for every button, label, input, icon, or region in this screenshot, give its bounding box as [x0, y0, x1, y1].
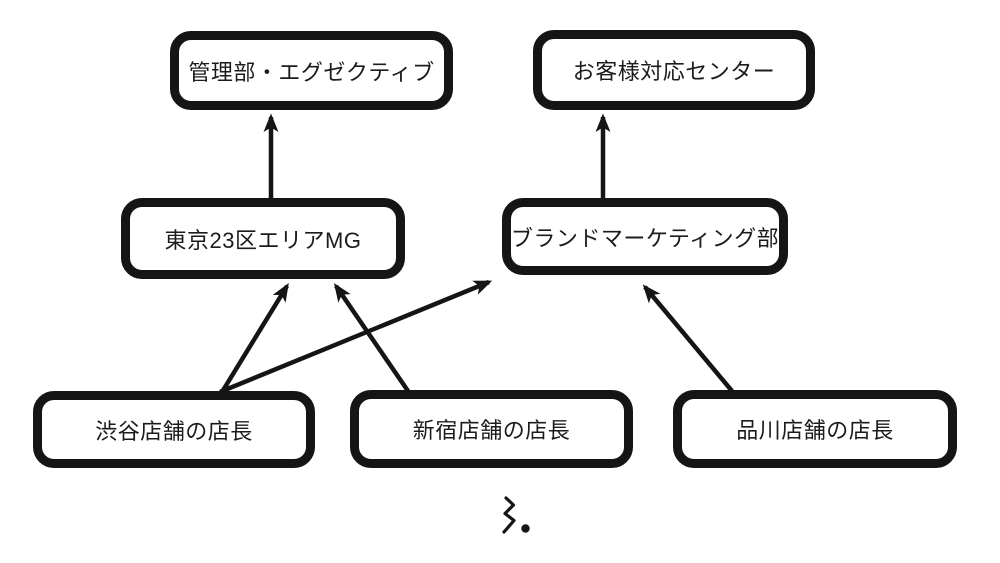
- edge-shibuya-to-brand-marketing: [219, 279, 493, 395]
- node-label: 渋谷店舗の店長: [95, 418, 253, 444]
- node-customer-support-center: お客様対応センター: [533, 30, 815, 110]
- node-label: ブランドマーケティング部: [510, 225, 780, 251]
- edge-shibuya-to-tokyo-mg: [220, 283, 289, 394]
- edge-shinjuku-to-tokyo-mg: [334, 283, 410, 393]
- node-label: 品川店舗の店長: [736, 418, 894, 443]
- node-tokyo-23-area-mg: 東京23区エリアMG: [121, 198, 405, 279]
- node-shibuya-store-manager: 渋谷店舗の店長: [33, 391, 315, 468]
- node-label: 東京23区エリアMG: [164, 227, 362, 253]
- squiggle-mark: [502, 496, 530, 534]
- node-shinagawa-store-manager: 品川店舗の店長: [673, 390, 957, 468]
- node-label: 管理部・エグゼクティブ: [188, 59, 435, 85]
- node-brand-marketing-dept: ブランドマーケティング部: [502, 198, 788, 275]
- node-management-executive: 管理部・エグゼクティブ: [170, 31, 453, 110]
- node-label: 新宿店舗の店長: [412, 418, 571, 443]
- node-shinjuku-store-manager: 新宿店舗の店長: [350, 390, 633, 468]
- edge-shinagawa-to-brand-marketing: [642, 284, 734, 393]
- node-label: お客様対応センター: [572, 59, 776, 84]
